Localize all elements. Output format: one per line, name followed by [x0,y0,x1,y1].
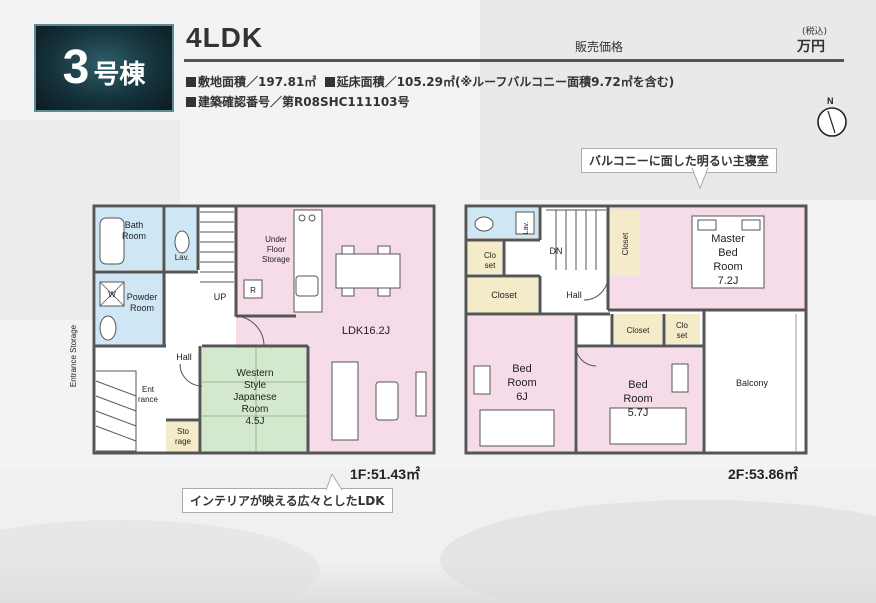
master-label-4: 7.2J [718,275,739,287]
floor-plan-2f: Clo set Lav. DN Closet Closet Master Bed… [464,204,808,455]
lav-label-2f: Lav. [523,222,530,235]
price-unit: 万円 [797,39,825,55]
callout-ldk: インテリアが映える広々としたLDK [182,488,393,513]
bed6-label-1: Bed [512,363,532,375]
bath-room-label-1: Bath [125,220,144,230]
refrigerator-label: R [250,286,256,295]
master-label-3: Room [713,261,742,273]
closet-a-label-2: set [485,261,496,270]
closet-d [614,314,662,344]
under-floor-label-3: Storage [262,255,291,264]
hall-label-1f: Hall [176,352,192,362]
floor2-area-label: 2F:53.86㎡ [728,466,799,482]
bed57-label-3: 5.7J [628,407,649,419]
closet-b [468,278,538,314]
price-label: 販売価格 [575,40,624,54]
ldk-label: LDK16.2J [342,325,390,337]
entrance-label-1: Ent [142,385,155,394]
floor1-area-label: 1F:51.43㎡ [350,466,421,482]
western-label-4: Room [242,404,269,415]
dn-label: DN [550,246,563,256]
floor-plan-1f: Bath Room Lav. Powder Room W Under Floor… [69,204,436,455]
bath-room-label-2: Room [122,231,146,241]
up-label: UP [214,292,227,302]
entrance-label-2: rance [138,395,159,404]
master-label-2: Bed [718,247,738,259]
compass-label: N [827,96,834,106]
bed6-label-2: Room [507,377,536,389]
bed6-label-3: 6J [516,391,528,403]
permit-number: 建築確認番号／第R08SHC111103号 [198,95,410,109]
western-label-5: 4.5J [246,416,265,427]
entrance-storage-label: Entrance Storage [69,324,78,387]
western-label-1: Western [236,368,273,379]
closet-b-label: Closet [491,290,517,300]
washer-label: W [108,290,116,299]
bed57-label-2: Room [623,393,652,405]
closet-d-label: Closet [627,326,650,335]
closet-a-label-1: Clo [484,251,497,260]
hall-label-2f: Hall [566,290,582,300]
compass-icon: N [817,96,847,137]
building-number: 3 [62,41,90,94]
callout-bottom-pointer [325,474,343,490]
closet-e-label-2: set [677,331,688,340]
land-area: 敷地面積／197.81㎡ [198,75,317,89]
western-room [202,348,308,452]
closet-e-label-1: Clo [676,321,689,330]
bullet-square-icon [186,97,196,107]
closet-c-label: Closet [621,232,630,255]
closet-c [610,210,640,276]
under-floor-label-1: Under [265,235,287,244]
western-label-3: Japanese [233,392,277,403]
spec-line-2: 建築確認番号／第R08SHC111103号 [186,93,410,110]
master-label-1: Master [711,233,745,245]
powder-label-1: Powder [127,292,158,302]
bed57-label-1: Bed [628,379,648,391]
title-rule [184,59,844,62]
callout-master-bedroom: バルコニーに面した明るい主寝室 [581,148,777,173]
bullet-square-icon [324,77,335,87]
bottom-fade [0,563,876,603]
closet-a [468,240,502,274]
balcony [704,312,806,452]
bullet-square-icon [186,77,196,87]
lav-label-1f: Lav. [175,253,190,262]
closet-e [666,314,700,344]
plan-type: 4LDK [186,22,264,53]
floor-area: 延床面積／105.29㎡(※ルーフバルコニー面積9.72㎡を含む) [336,75,675,89]
spec-line-1: 敷地面積／197.81㎡ 延床面積／105.29㎡(※ルーフバルコニー面積9.7… [186,73,674,90]
powder-label-2: Room [130,303,154,313]
storage-1f [166,422,200,452]
western-label-2: Style [244,380,267,391]
building-badge: 3 号棟 [34,24,174,112]
storage-label-1: Sto [177,427,190,436]
tax-label: (税込) [802,27,828,37]
storage-label-2: rage [175,437,192,446]
callout-top-pointer [691,168,709,190]
under-floor-label-2: Floor [267,245,286,254]
building-suffix: 号棟 [93,59,146,90]
balcony-label: Balcony [736,378,769,388]
